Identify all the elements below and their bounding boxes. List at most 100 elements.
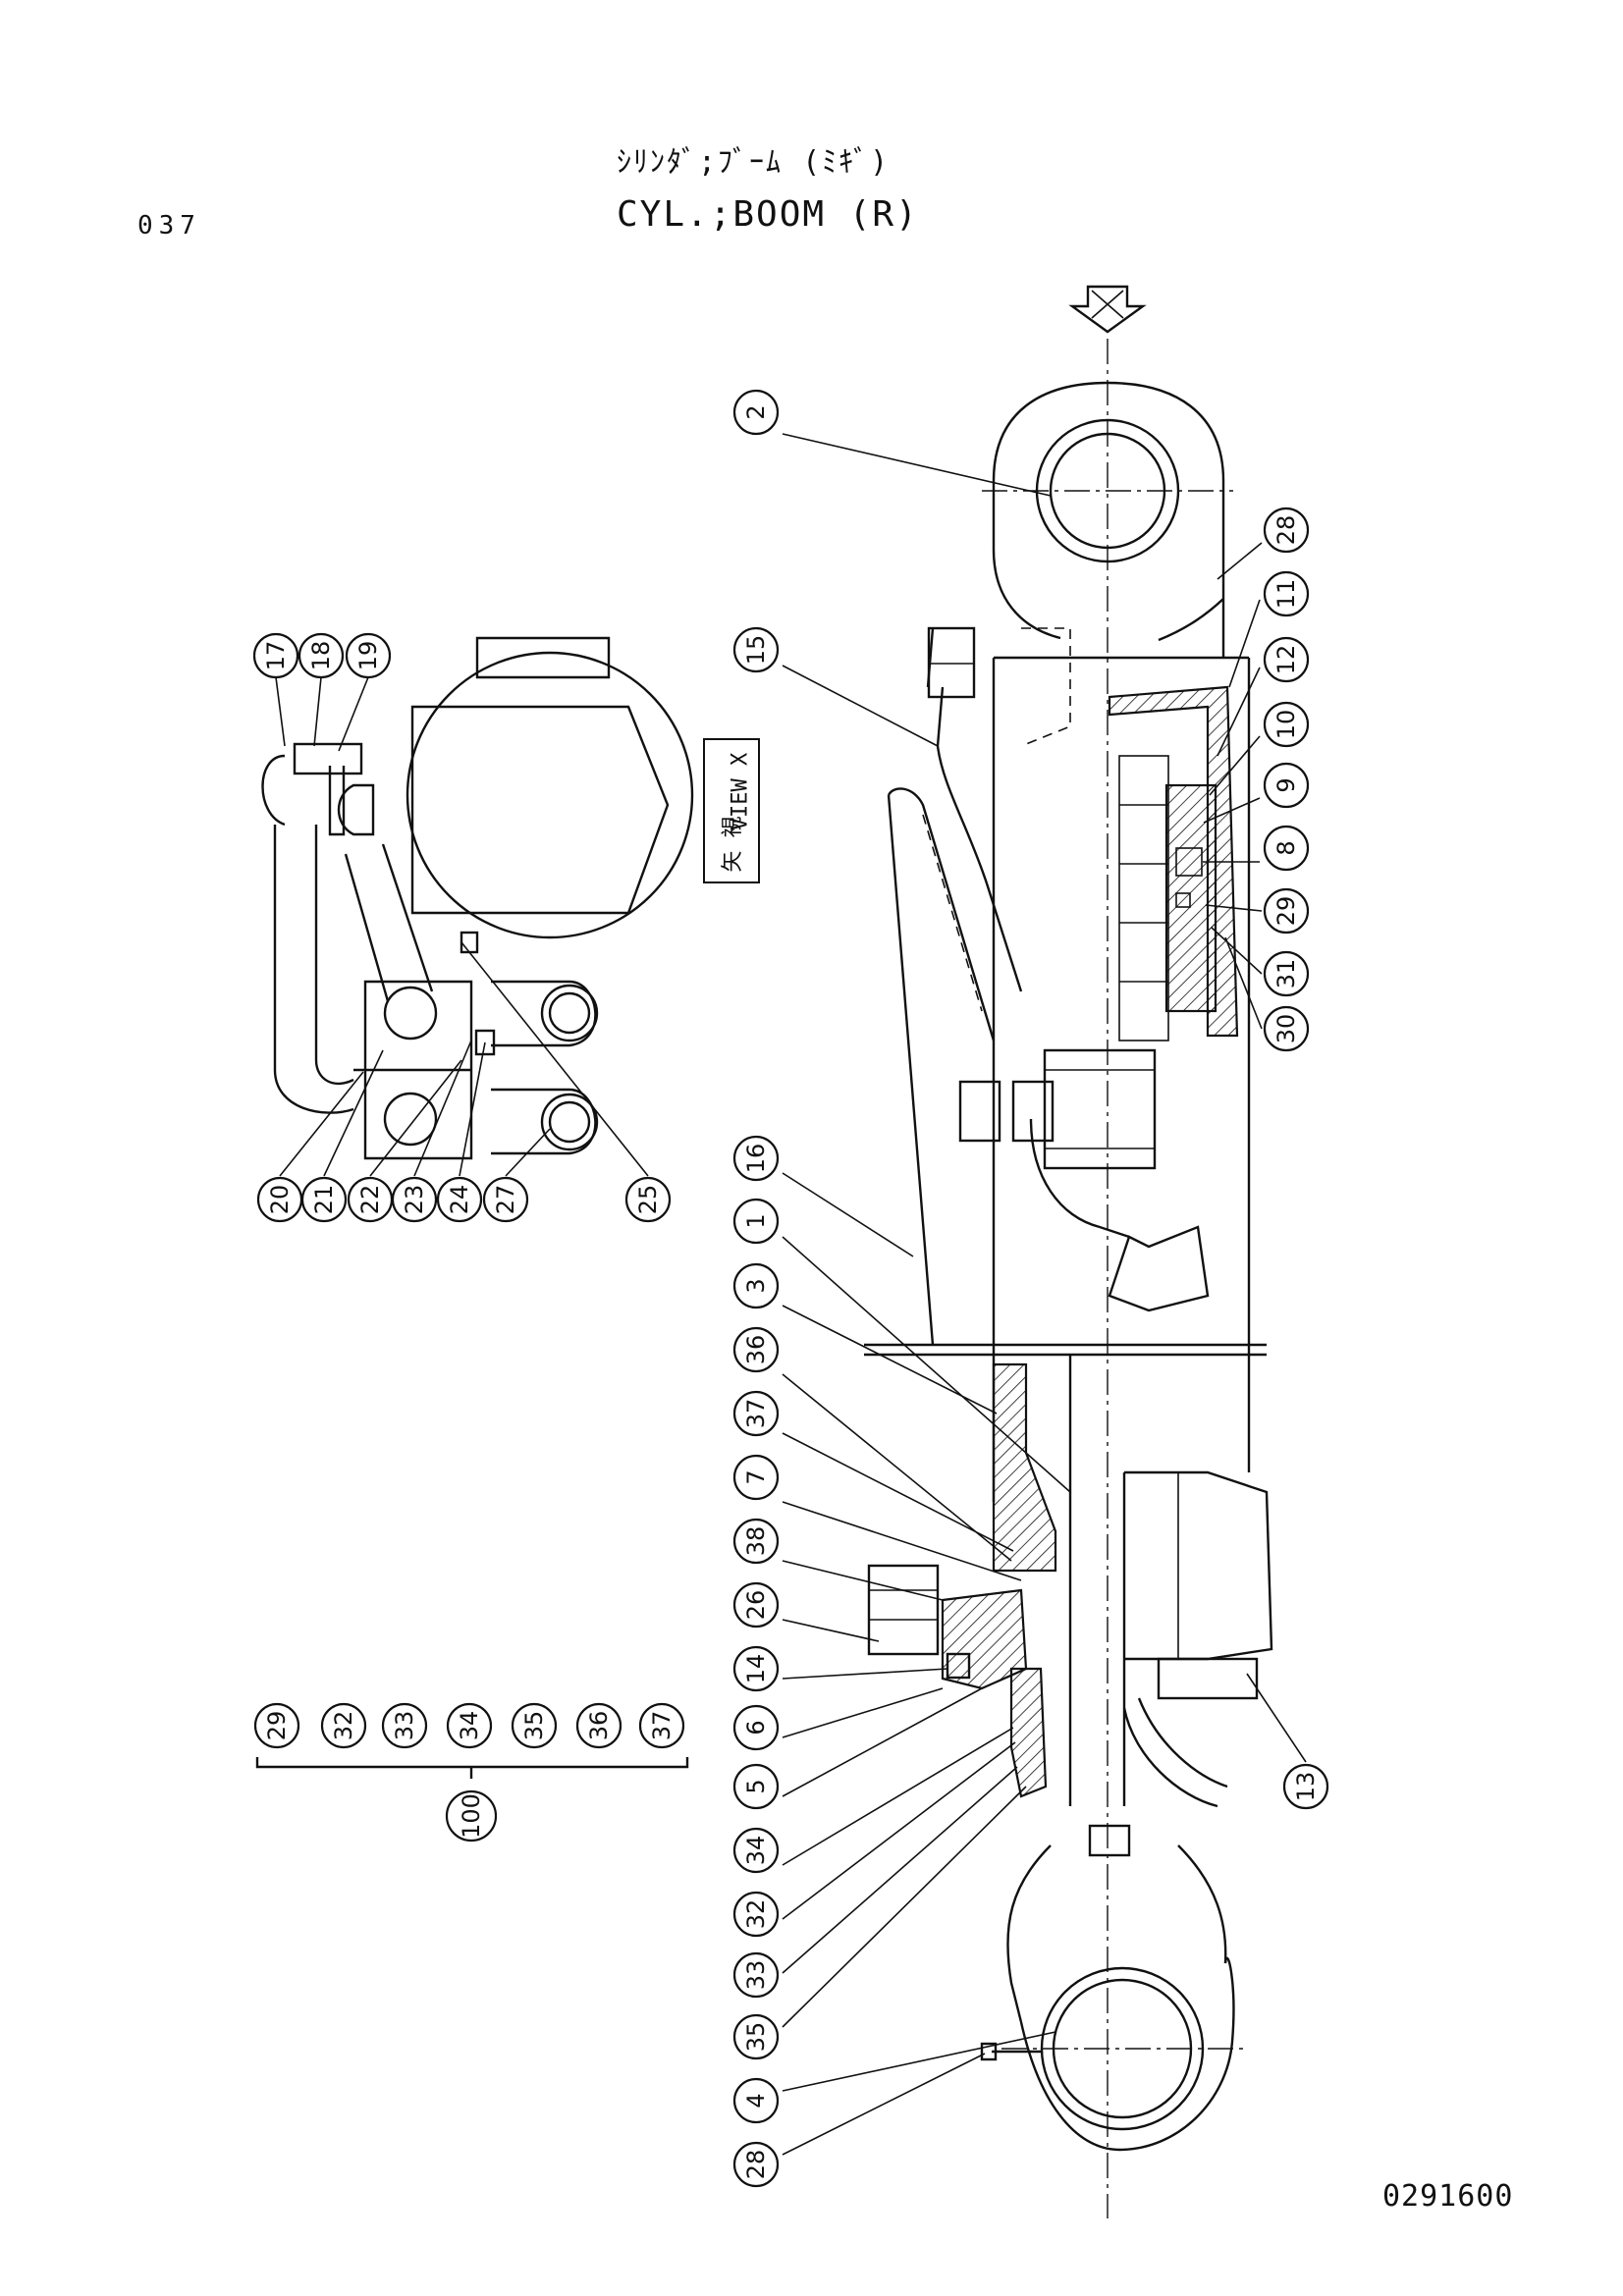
callout-label: 19: [354, 641, 382, 671]
view-x-label-box: 矢 視 VIEW X: [703, 738, 760, 883]
callout-label: 25: [634, 1185, 662, 1215]
callout-label: 16: [742, 1144, 770, 1174]
callout-label: 28: [1272, 515, 1300, 546]
callout-label: 100: [458, 1793, 485, 1839]
callout-bubbles: 2281112109829313015161336377382614653432…: [252, 389, 1329, 2188]
callout-label: 27: [492, 1185, 519, 1215]
callout-c7: 7: [732, 1454, 780, 1501]
callout-label: 29: [1272, 896, 1300, 927]
callout-k34: 34: [446, 1702, 493, 1749]
callout-label: 31: [1272, 959, 1300, 989]
callout-label: 32: [330, 1711, 357, 1741]
callout-c31: 31: [1263, 950, 1310, 997]
callout-c25: 25: [624, 1176, 672, 1223]
callout-label: 35: [742, 2022, 770, 2053]
callout-c6: 6: [732, 1704, 780, 1751]
callout-c32a: 32: [732, 1891, 780, 1938]
callout-label: 17: [262, 641, 290, 671]
kit-bracket: [255, 1757, 689, 1779]
callout-label: 24: [446, 1185, 473, 1215]
callout-k35: 35: [511, 1702, 558, 1749]
callout-c35a: 35: [732, 2013, 780, 2060]
callout-label: 11: [1272, 579, 1300, 610]
callout-label: 28: [742, 2150, 770, 2180]
callout-label: 36: [585, 1711, 613, 1741]
callout-c14: 14: [732, 1645, 780, 1692]
callout-label: 23: [401, 1185, 428, 1215]
callout-label: 36: [742, 1335, 770, 1365]
callout-c38: 38: [732, 1518, 780, 1565]
callout-label: 37: [742, 1399, 770, 1429]
view-x-detail: [261, 636, 694, 1160]
page-number: 037: [137, 211, 201, 240]
callout-c19: 19: [345, 632, 392, 679]
cylinder-tube: [864, 656, 1267, 1357]
callout-c24: 24: [436, 1176, 483, 1223]
callout-label: 29: [263, 1711, 291, 1741]
head-eye: [982, 381, 1233, 658]
callout-c27: 27: [482, 1176, 529, 1223]
callout-label: 2: [742, 404, 770, 419]
callout-c12: 12: [1263, 636, 1310, 683]
callout-label: 15: [742, 635, 770, 666]
callout-c20: 20: [256, 1176, 303, 1223]
callout-c3: 3: [732, 1262, 780, 1309]
callout-c33a: 33: [732, 1951, 780, 1999]
callout-label: 13: [1292, 1772, 1320, 1802]
rod-and-gland: [867, 1355, 1273, 1857]
callout-c23: 23: [391, 1176, 438, 1223]
callout-label: 21: [310, 1185, 338, 1215]
callout-label: 33: [742, 1960, 770, 1991]
callout-c11: 11: [1263, 570, 1310, 617]
callout-c28a: 28: [1263, 507, 1310, 554]
callout-c5: 5: [732, 1763, 780, 1810]
callout-label: 38: [742, 1526, 770, 1557]
callout-label: 7: [742, 1469, 770, 1484]
callout-label: 6: [742, 1720, 770, 1735]
callout-c36a: 36: [732, 1326, 780, 1373]
callout-label: 3: [742, 1278, 770, 1293]
title-english: CYL.;BOOM (R): [617, 194, 919, 235]
callout-c21: 21: [300, 1176, 348, 1223]
callout-c18: 18: [298, 632, 345, 679]
callout-c13: 13: [1282, 1763, 1329, 1810]
callout-k29: 29: [253, 1702, 300, 1749]
callout-label: 4: [742, 2093, 770, 2108]
callout-c17: 17: [252, 632, 299, 679]
callout-c26: 26: [732, 1581, 780, 1629]
callout-label: 10: [1272, 710, 1300, 740]
callout-label: 8: [1272, 840, 1300, 855]
callout-c10: 10: [1263, 701, 1310, 748]
pipe-15: [926, 626, 1071, 992]
pipe-16: [887, 787, 1210, 1346]
callout-k33: 33: [381, 1702, 428, 1749]
callout-c28b: 28: [732, 2141, 780, 2188]
callout-label: 35: [520, 1711, 548, 1741]
callout-k36: 36: [575, 1702, 622, 1749]
callout-label: 37: [648, 1711, 676, 1741]
callout-label: 33: [391, 1711, 418, 1741]
callout-label: 22: [356, 1185, 384, 1215]
callout-label: 12: [1272, 645, 1300, 675]
drawing-number: 0291600: [1382, 2179, 1514, 2214]
callout-c34a: 34: [732, 1827, 780, 1874]
callout-label: 5: [742, 1779, 770, 1793]
callout-c30: 30: [1263, 1005, 1310, 1052]
callout-k100: 100: [445, 1789, 498, 1842]
callout-label: 34: [456, 1711, 483, 1741]
callout-label: 30: [1272, 1014, 1300, 1044]
callout-c16: 16: [732, 1135, 780, 1182]
title-japanese: ｼﾘﾝﾀﾞ;ﾌﾞｰﾑ (ﾐｷﾞ): [617, 145, 891, 180]
callout-c1: 1: [732, 1198, 780, 1245]
callout-c4: 4: [732, 2077, 780, 2124]
callout-c22: 22: [347, 1176, 394, 1223]
callout-label: 18: [307, 641, 335, 671]
callout-c29a: 29: [1263, 887, 1310, 934]
callout-c9: 9: [1263, 762, 1310, 809]
callout-label: 32: [742, 1899, 770, 1930]
callout-c2: 2: [732, 389, 780, 436]
callout-label: 9: [1272, 777, 1300, 792]
view-direction-arrow-icon: [1068, 285, 1147, 334]
callout-label: 26: [742, 1590, 770, 1621]
